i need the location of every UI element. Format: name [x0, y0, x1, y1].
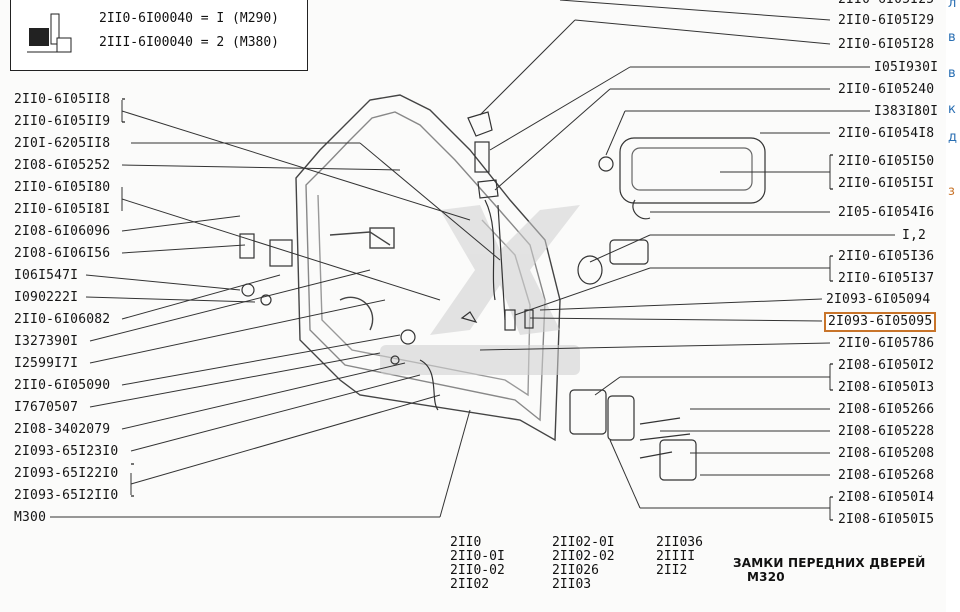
right-label: 2I08-6I050I5 [838, 512, 935, 527]
right-label: 2II0-6I05I5I [838, 176, 935, 191]
right-label: I05I930I [874, 60, 939, 75]
left-label: I06I547I [14, 268, 79, 283]
left-label: 2II0-6I05I8I [14, 202, 111, 217]
page-code: M320 [747, 570, 785, 584]
left-label: M300 [14, 510, 47, 525]
right-label: 2II0-6I05I29 [838, 13, 935, 28]
model-code: 2II03 [552, 577, 592, 592]
right-label: I,2 [902, 228, 927, 243]
sidebar-link[interactable]: в [948, 66, 956, 81]
left-label: 2II0-6I05090 [14, 378, 111, 393]
right-label: 2I08-6I05268 [838, 468, 935, 483]
left-label: I090222I [14, 290, 79, 305]
left-label: 2II0-6I06082 [14, 312, 111, 327]
left-label: I327390I [14, 334, 79, 349]
sidebar-link[interactable]: л [948, 0, 957, 11]
right-label: 2I08-6I05266 [838, 402, 935, 417]
right-label: 2I08-6I050I4 [838, 490, 935, 505]
left-label: 2I08-6I05252 [14, 158, 111, 173]
right-label: 2II0-6I05786 [838, 336, 935, 351]
model-code: 2II02 [450, 577, 490, 592]
left-label: 2II0-6I05II8 [14, 92, 111, 107]
left-label: 2I093-65I23I0 [14, 444, 119, 459]
models-column-3: 2II036 2IIII 2II2 [656, 536, 703, 578]
model-code: 2IIII [656, 549, 696, 564]
right-label-highlighted[interactable]: 2I093-6I05095 [823, 312, 937, 332]
right-label: 2II0-6I05I50 [838, 154, 935, 169]
right-label: 2I05-6I054I6 [838, 205, 935, 220]
right-label: 2II0-6I054I8 [838, 126, 935, 141]
model-code: 2II02-0I [552, 535, 615, 550]
right-sidebar-edge: л в в к д з [946, 0, 960, 612]
left-label: 2I0I-6205II8 [14, 136, 111, 151]
legend-line-2: 2III-6I00040 = 2 (M380) [99, 35, 280, 50]
assembly-icon [27, 13, 72, 53]
left-label: 2I093-65I2II0 [14, 488, 119, 503]
left-label: I2599I7I [14, 356, 79, 371]
model-code: 2II026 [552, 563, 599, 578]
model-code: 2II2 [656, 563, 688, 578]
right-label: 2I093-6I05094 [826, 292, 931, 307]
model-code: 2II02-02 [552, 549, 615, 564]
left-label: 2I08-6I06096 [14, 224, 111, 239]
diagram-title: ЗАМКИ ПЕРЕДНИХ ДВЕРЕЙ M320 [733, 556, 960, 584]
left-label: 2I08-3402079 [14, 422, 111, 437]
sidebar-link[interactable]: д [948, 130, 957, 145]
sidebar-link[interactable]: в [948, 30, 956, 45]
model-code: 2II0-02 [450, 563, 505, 578]
right-label: 2II0-6I05I36 [838, 249, 935, 264]
right-label: 2II0-6I05240 [838, 82, 935, 97]
left-label: 2II0-6I05II9 [14, 114, 111, 129]
model-code: 2II0 [450, 535, 482, 550]
right-label: 2II0-6I05I28 [838, 37, 935, 52]
model-code: 2II036 [656, 535, 703, 550]
left-label: 2II0-6I05I80 [14, 180, 111, 195]
left-label: I7670507 [14, 400, 79, 415]
right-label: 2I08-6I05228 [838, 424, 935, 439]
right-label: 2I08-6I050I2 [838, 358, 935, 373]
models-column-2: 2II02-0I 2II02-02 2II026 2II03 [552, 536, 615, 592]
sidebar-link[interactable]: к [948, 102, 956, 117]
right-label: 2I08-6I050I3 [838, 380, 935, 395]
right-label: I383I80I [874, 104, 939, 119]
model-code: 2II0-0I [450, 549, 505, 564]
legend-line-1: 2II0-6I00040 = I (M290) [99, 11, 280, 26]
right-label: 2II0-6I05I37 [838, 271, 935, 286]
models-column-1: 2II0 2II0-0I 2II0-02 2II02 [450, 536, 505, 592]
title-text: ЗАМКИ ПЕРЕДНИХ ДВЕРЕЙ [733, 556, 926, 570]
left-label: 2I093-65I22I0 [14, 466, 119, 481]
left-label: 2I08-6I06I56 [14, 246, 111, 261]
right-label: 2I08-6I05208 [838, 446, 935, 461]
label-top-partial: 2II0-6I05I25 [838, 0, 934, 8]
sidebar-link[interactable]: з [948, 184, 955, 199]
legend-box: 2II0-6I00040 = I (M290) 2III-6I00040 = 2… [10, 0, 308, 71]
